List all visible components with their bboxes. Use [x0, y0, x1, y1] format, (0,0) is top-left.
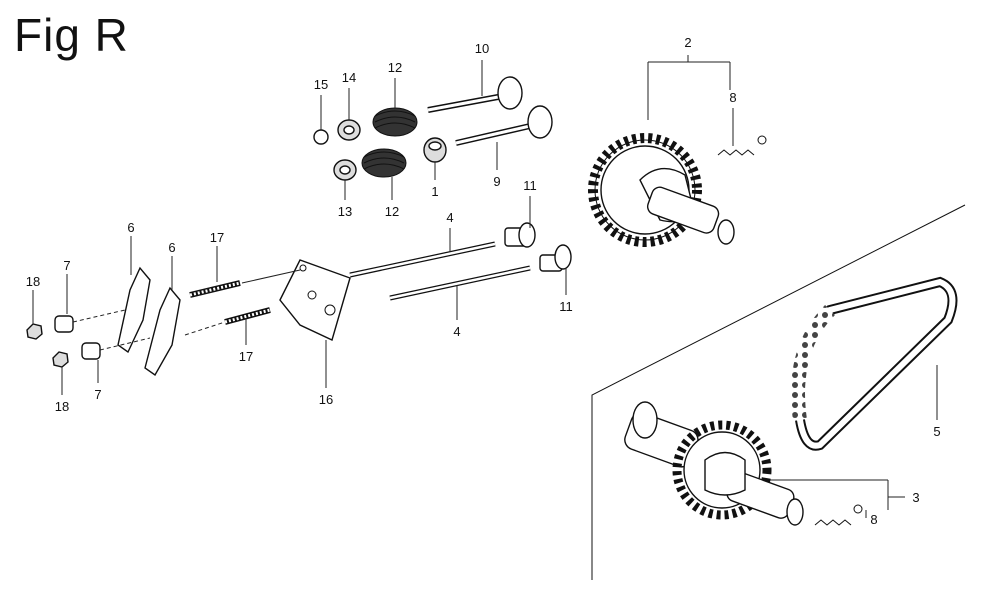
tappet-lower: [539, 244, 572, 272]
rocker-arm-left: [117, 266, 151, 354]
callout-4-lower: 4: [453, 324, 460, 339]
decompressor-spring-upper: [717, 135, 767, 156]
callout-10: 10: [475, 41, 489, 56]
callout-6-left: 6: [127, 220, 134, 235]
callout-17-lower: 17: [239, 349, 253, 364]
rocker-nut-lower: [52, 351, 69, 368]
callout-8-lower: 8: [870, 512, 877, 527]
rocker-pivot-bolt-lower: [224, 307, 271, 325]
exhaust-valve: [455, 105, 553, 146]
leader-lines: [32, 55, 938, 518]
valve-stem-seal: [423, 137, 447, 163]
callout-9: 9: [493, 174, 500, 189]
decompressor-spring-lower: [814, 504, 863, 526]
callout-12-lower: 12: [385, 204, 399, 219]
rocker-pivot-lower: [81, 342, 101, 360]
callout-14: 14: [342, 70, 356, 85]
rocker-pivot-upper: [54, 315, 74, 333]
valve-cotter: [313, 129, 329, 145]
valve-retainer-lower: [333, 159, 357, 181]
valve-retainer-upper: [337, 119, 361, 141]
camshaft-gear-assembly: [588, 133, 735, 247]
timing-belt: [791, 276, 958, 451]
valve-spring-upper: [372, 107, 418, 137]
callout-4-upper: 4: [446, 210, 453, 225]
callout-2: 2: [684, 35, 691, 50]
callout-12-upper: 12: [388, 60, 402, 75]
callout-18-lower: 18: [55, 399, 69, 414]
tappet-upper: [504, 222, 536, 248]
callout-8-upper: 8: [729, 90, 736, 105]
callout-5: 5: [933, 424, 940, 439]
crankshaft-sprocket-assembly: [624, 401, 804, 526]
callout-1: 1: [431, 184, 438, 199]
callout-7-upper: 7: [63, 258, 70, 273]
callout-11-upper: 11: [523, 178, 537, 193]
callout-17-upper: 17: [210, 230, 224, 245]
callout-13: 13: [338, 204, 352, 219]
rocker-nut-upper: [26, 323, 43, 340]
rocker-arm-right: [144, 286, 181, 377]
assembly-lines: [72, 269, 301, 351]
figure-title: Fig R: [14, 9, 129, 61]
callout-7-lower: 7: [94, 387, 101, 402]
callout-11-lower: 11: [559, 299, 573, 314]
rocker-pivot-bolt-upper: [189, 280, 241, 298]
callout-18-upper: 18: [26, 274, 40, 289]
callout-6-right: 6: [168, 240, 175, 255]
push-rod-upper: [349, 241, 496, 278]
callout-3: 3: [912, 490, 919, 505]
intake-valve: [427, 76, 523, 113]
valve-spring-lower: [361, 148, 407, 178]
push-rod-guide-plate: [279, 259, 351, 341]
inset-panel-border: [591, 204, 966, 580]
callout-16: 16: [319, 392, 333, 407]
callout-15: 15: [314, 77, 328, 92]
push-rod-lower: [389, 265, 531, 301]
callout-labels: 10 2 12 15 14 8 1 9 13 12 11 4 6 6 17 18…: [26, 35, 941, 527]
